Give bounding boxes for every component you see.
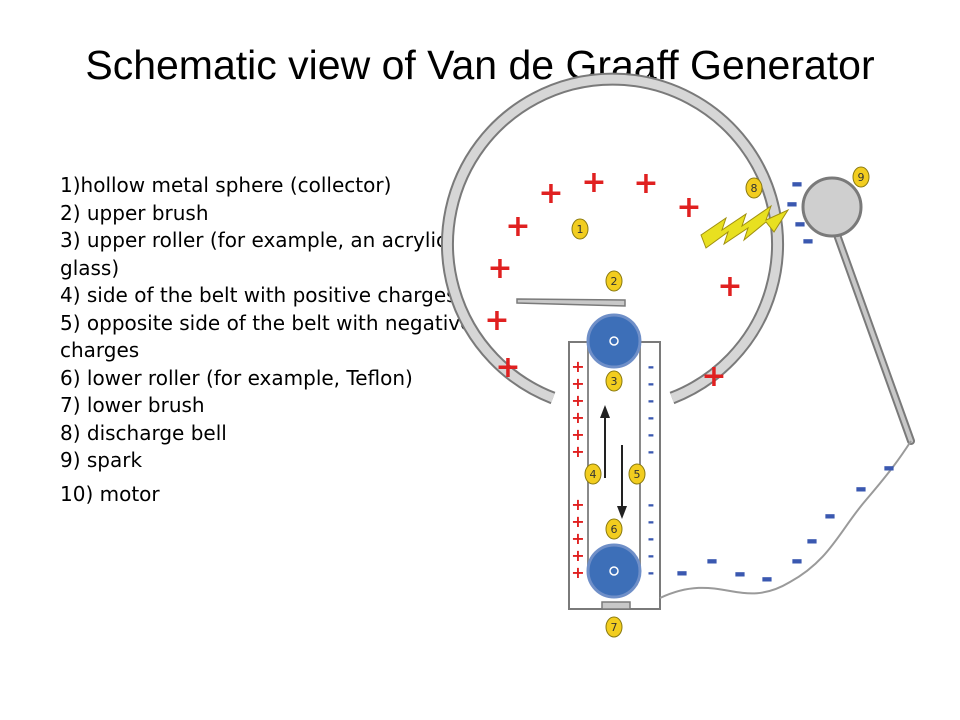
upper-roller-hub [609, 336, 619, 346]
minus-sign-belt-1: - [648, 357, 655, 376]
plus-sign-belt-5: + [571, 425, 584, 444]
minus-sign-outer-2: - [786, 186, 798, 221]
lower-roller [586, 543, 642, 599]
legend-item-6: 6) lower roller (for example, Teflon) [60, 365, 413, 390]
callout-label-9: 9 [858, 171, 865, 184]
minus-sign-outer-8: - [806, 523, 818, 558]
plus-sign-outer-10: + [701, 359, 726, 394]
callout-label-4: 4 [590, 468, 597, 481]
plus-sign-outer-2: + [633, 166, 658, 201]
callout-marker-1 [571, 218, 589, 240]
plus-sign-belt-4: + [571, 408, 584, 427]
callout-marker-9 [852, 166, 870, 188]
ground-wire [659, 440, 912, 599]
callout-marker-6 [605, 518, 623, 540]
plus-sign-belt-11: + [571, 563, 584, 582]
plus-sign-belt-7: + [571, 495, 584, 514]
spark-bolt [700, 204, 790, 249]
lower-brush [601, 601, 631, 610]
minus-sign-outer-10: - [761, 561, 773, 596]
minus-sign-belt-8: - [648, 512, 655, 531]
minus-sign-outer-5: - [883, 450, 895, 485]
callout-marker-4 [584, 463, 602, 485]
plus-sign-group: +++++++++++++++++++++ [484, 165, 742, 582]
minus-sign-outer-11: - [734, 556, 746, 591]
belt-down-arrowhead [617, 506, 627, 519]
plus-sign-belt-6: + [571, 442, 584, 461]
upper-roller [586, 313, 642, 369]
minus-sign-belt-4: - [648, 408, 655, 427]
minus-sign-outer-7: - [824, 498, 836, 533]
legend-item-2: 2) upper brush [60, 200, 209, 225]
discharge-rod-highlight [834, 230, 913, 443]
minus-sign-belt-11: - [648, 563, 655, 582]
plus-sign-belt-2: + [571, 374, 584, 393]
callout-marker-2 [605, 270, 623, 292]
minus-sign-belt-3: - [648, 391, 655, 410]
plus-sign-belt-9: + [571, 529, 584, 548]
plus-sign-belt-8: + [571, 512, 584, 531]
minus-sign-belt-5: - [648, 425, 655, 444]
callout-label-8: 8 [751, 182, 758, 195]
legend-item-3: 3) upper roller (for example, an acrylic… [60, 228, 448, 280]
minus-sign-belt-9: - [648, 529, 655, 548]
plus-sign-outer-6: + [487, 251, 512, 286]
legend-item-7: 7) lower brush [60, 393, 205, 417]
plus-sign-belt-1: + [571, 357, 584, 376]
plus-sign-outer-1: + [581, 165, 606, 200]
legend-item-4: 4) side of the belt with positive charge… [60, 283, 457, 307]
plus-sign-belt-10: + [571, 546, 584, 565]
belt-up-arrowhead [600, 405, 610, 418]
lower-roller-hub [609, 566, 619, 576]
plus-sign-outer-8: + [484, 303, 509, 338]
callout-label-5: 5 [634, 468, 641, 481]
plus-sign-outer-7: + [717, 269, 742, 304]
legend-item-1: 1)hollow metal sphere (collector) [60, 173, 392, 197]
legend-item-8: 8) discharge bell [60, 420, 227, 445]
minus-sign-outer-3: - [794, 206, 806, 241]
minus-sign-group: ------------------------ [648, 166, 896, 596]
callout-label-6: 6 [611, 523, 618, 536]
minus-sign-belt-6: - [648, 442, 655, 461]
callout-label-1: 1 [577, 223, 584, 236]
plus-sign-outer-9: + [495, 350, 520, 385]
callout-group: 1 2 3 4 5 6 7 8 9 [571, 166, 870, 638]
plus-sign-outer-5: + [505, 209, 530, 244]
collector-dome-inner [443, 74, 782, 403]
upper-brush [516, 298, 626, 307]
plus-sign-outer-3: + [538, 176, 563, 211]
callout-marker-7 [605, 616, 623, 638]
minus-sign-outer-6: - [855, 471, 867, 506]
legend-item-9: 9) spark [60, 448, 143, 472]
legend-item-5: 5) opposite side of the belt with negati… [60, 310, 473, 363]
discharge-bell [801, 176, 863, 238]
minus-sign-outer-4: - [802, 223, 814, 258]
minus-sign-outer-9: - [791, 543, 803, 578]
parts-legend: 1)hollow metal sphere (collector) 2) upp… [60, 172, 480, 508]
callout-marker-8 [745, 177, 763, 199]
minus-sign-belt-2: - [648, 374, 655, 393]
callout-marker-3 [605, 370, 623, 392]
minus-sign-outer-12: - [706, 543, 718, 578]
minus-sign-outer-1: - [791, 166, 803, 201]
plus-sign-outer-4: + [676, 190, 701, 225]
callout-marker-5 [628, 463, 646, 485]
plus-sign-belt-3: + [571, 391, 584, 410]
callout-label-3: 3 [611, 375, 618, 388]
minus-sign-belt-7: - [648, 495, 655, 514]
minus-sign-belt-10: - [648, 546, 655, 565]
minus-sign-outer-13: - [676, 555, 688, 590]
legend-item-10: 10) motor [60, 481, 160, 506]
callout-label-7: 7 [611, 621, 618, 634]
slide-title: Schematic view of Van de Graaff Generato… [85, 42, 875, 88]
callout-label-2: 2 [611, 275, 618, 288]
